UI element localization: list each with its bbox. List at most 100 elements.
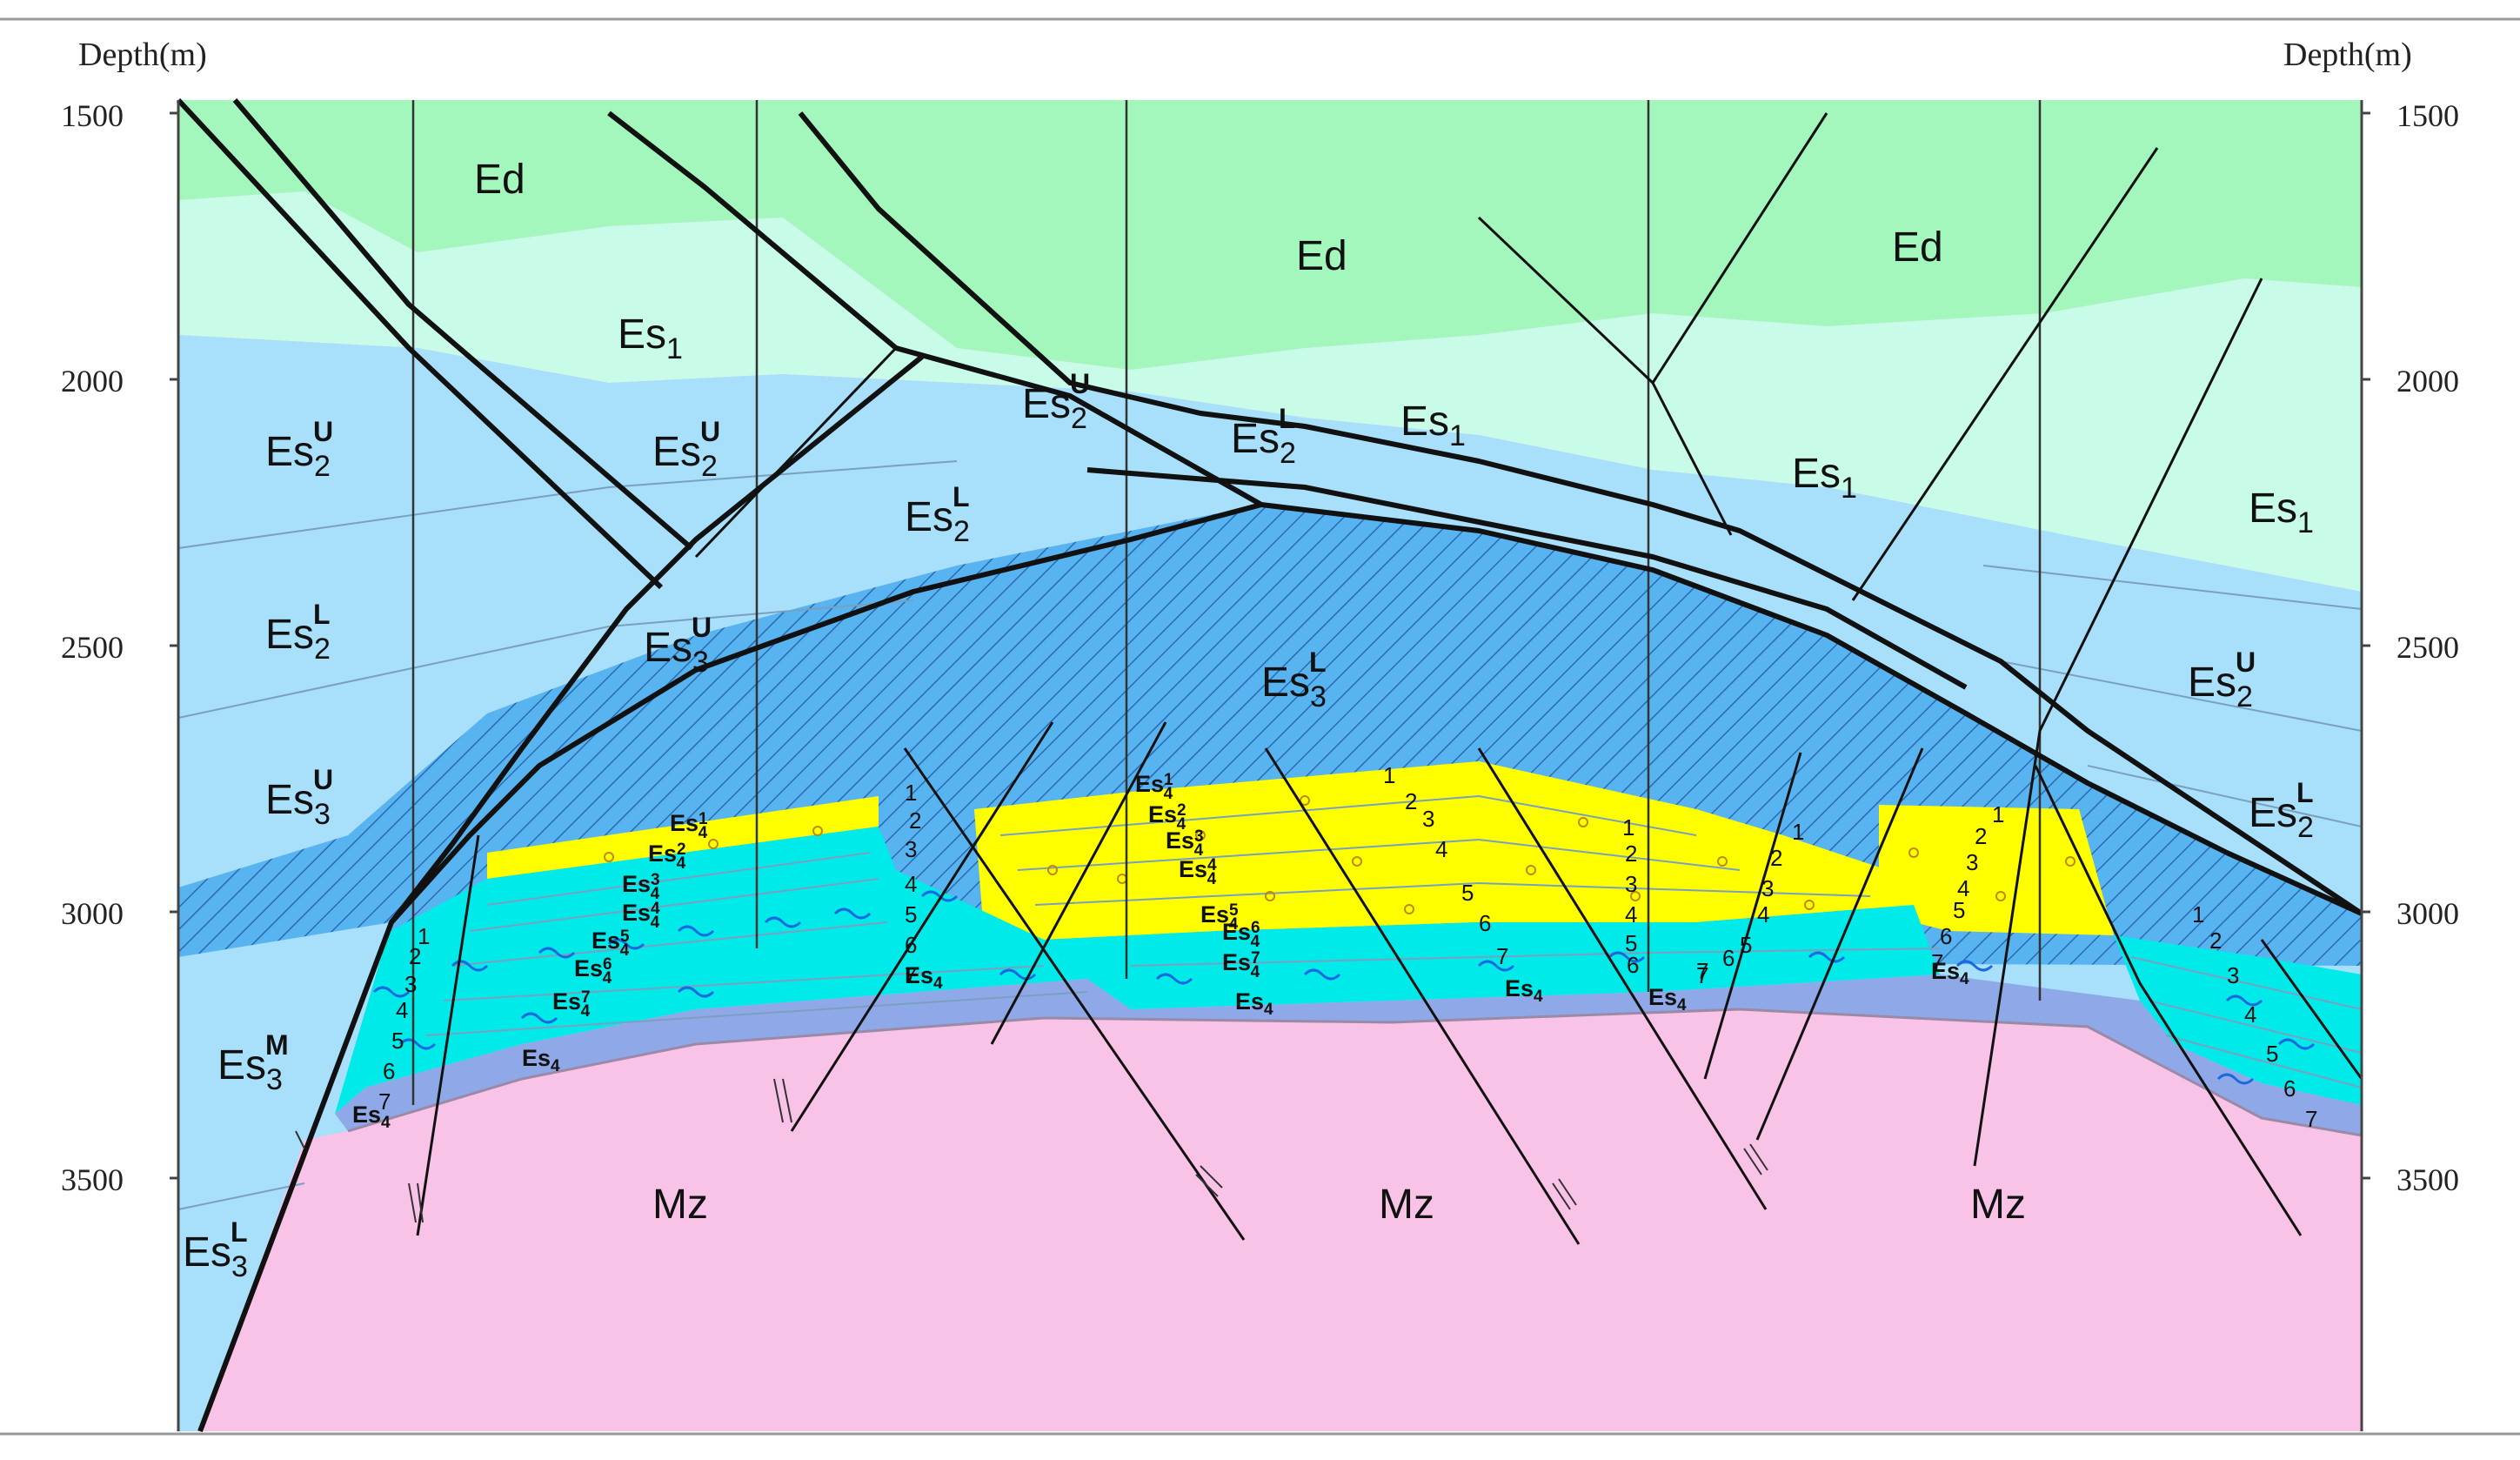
unit-label: Es2L	[1231, 403, 1296, 470]
unit-label: Es3U	[265, 764, 333, 831]
unit-label: Es1	[1792, 451, 1857, 505]
bed-number: 4	[1957, 875, 1969, 901]
bed-number: 3	[404, 971, 417, 997]
unit-label: Es4	[1235, 988, 1273, 1019]
unit-label: Es2U	[2188, 646, 2256, 713]
bed-number: 1	[418, 923, 430, 949]
left-tick-3000: 3000	[61, 896, 124, 931]
unit-label: Es2L	[265, 599, 331, 666]
bed-number: 1	[905, 780, 917, 806]
unconformity-mz	[347, 1008, 2363, 1137]
fault-e	[1086, 467, 1968, 690]
strata-layers	[178, 100, 2362, 1431]
unit-label: Es2L	[2249, 777, 2314, 844]
bed-number: 1	[1792, 819, 1804, 845]
bed-number: 6	[383, 1058, 395, 1084]
bed-number: 7	[1696, 958, 1708, 984]
unit-label: Es1	[2249, 486, 2314, 539]
bed-number: 1	[2192, 901, 2204, 928]
bed-number: 2	[1975, 823, 1987, 849]
unit-label: Ed	[474, 157, 525, 203]
bed-number: 4	[1757, 901, 1769, 928]
fault-a	[176, 97, 664, 590]
right-tick-1500: 1500	[2396, 98, 2459, 133]
bed-number: 3	[2227, 962, 2239, 988]
unit-label: Ed	[1296, 233, 1347, 279]
bed-number: 3	[1761, 875, 1774, 901]
minor-faults	[416, 112, 2363, 1245]
wells	[411, 100, 2042, 1105]
unit-label: Mz	[652, 1182, 708, 1228]
bed-number: 7	[2305, 1106, 2317, 1132]
bed-number: 6	[1722, 945, 1735, 971]
bed-number: 2	[909, 807, 921, 834]
bed-number: 4	[1625, 901, 1637, 928]
bed-number: 5	[1953, 897, 1965, 923]
unit-label: Es2U	[1022, 368, 1090, 435]
unit-label: Es4	[1505, 975, 1543, 1006]
major-faults	[176, 97, 2363, 1433]
unit-label: Es4	[1648, 984, 1687, 1015]
bed-number: 1	[1383, 762, 1395, 788]
oil-sand-right	[1879, 805, 2114, 935]
left-tick-3500: 3500	[61, 1162, 124, 1197]
bed-number: 2	[2209, 928, 2222, 954]
bed-number: 1	[1992, 801, 2004, 827]
bed-number: 2	[1770, 845, 1782, 871]
es1-layer	[178, 191, 2362, 592]
bed-number: 3	[905, 836, 917, 862]
es3-left-wedge	[178, 922, 391, 1431]
left-tick-2000: 2000	[61, 364, 124, 398]
bed-number: 2	[1405, 788, 1417, 814]
unit-label: Es4	[905, 962, 943, 993]
fault-c	[607, 111, 2363, 916]
bed-number: 7	[905, 962, 917, 988]
ed-layer	[178, 100, 2362, 370]
unit-label: Es2U	[265, 416, 333, 483]
bed-number: 3	[1422, 806, 1434, 832]
bed-number: 4	[396, 997, 408, 1023]
bed-number: 6	[1627, 952, 1639, 978]
bed-number: 6	[2283, 1075, 2296, 1102]
bed-number: 7	[1496, 943, 1508, 969]
unit-label: Es1	[618, 311, 683, 365]
left-ticks	[170, 111, 178, 1180]
bed-number: 7	[1931, 949, 1943, 975]
unit-label: Es3U	[644, 612, 712, 679]
bed-number: 4	[2244, 1001, 2256, 1028]
unit-label: Es3M	[217, 1029, 289, 1096]
oil-sand-center	[974, 761, 1914, 940]
fault-d	[798, 111, 2363, 916]
unit-label: Mz	[1970, 1182, 2026, 1228]
bed-number: 7	[1696, 962, 1708, 988]
unit-label: Es4	[352, 1102, 391, 1132]
bed-number: 3	[1966, 849, 1978, 875]
unit-label: Es2U	[652, 416, 720, 483]
bed-number: 6	[1479, 910, 1491, 936]
bed-number: 1	[1622, 814, 1634, 841]
bed-number: 6	[905, 932, 917, 958]
oil-sand-left-thin	[487, 796, 879, 879]
unit-label: Es2L	[905, 481, 970, 548]
unit-label: Es4	[1931, 958, 1969, 988]
unit-label: Es1	[1400, 398, 1466, 452]
bed-number: 5	[1740, 932, 1752, 958]
water-sand-right	[2114, 935, 2362, 1105]
right-ticks	[2362, 111, 2370, 1180]
bedding-lines	[178, 460, 2362, 1210]
water-wave-symbols	[372, 890, 2316, 1085]
bed-number: 7	[378, 1088, 391, 1115]
bed-number: 2	[1625, 841, 1637, 867]
